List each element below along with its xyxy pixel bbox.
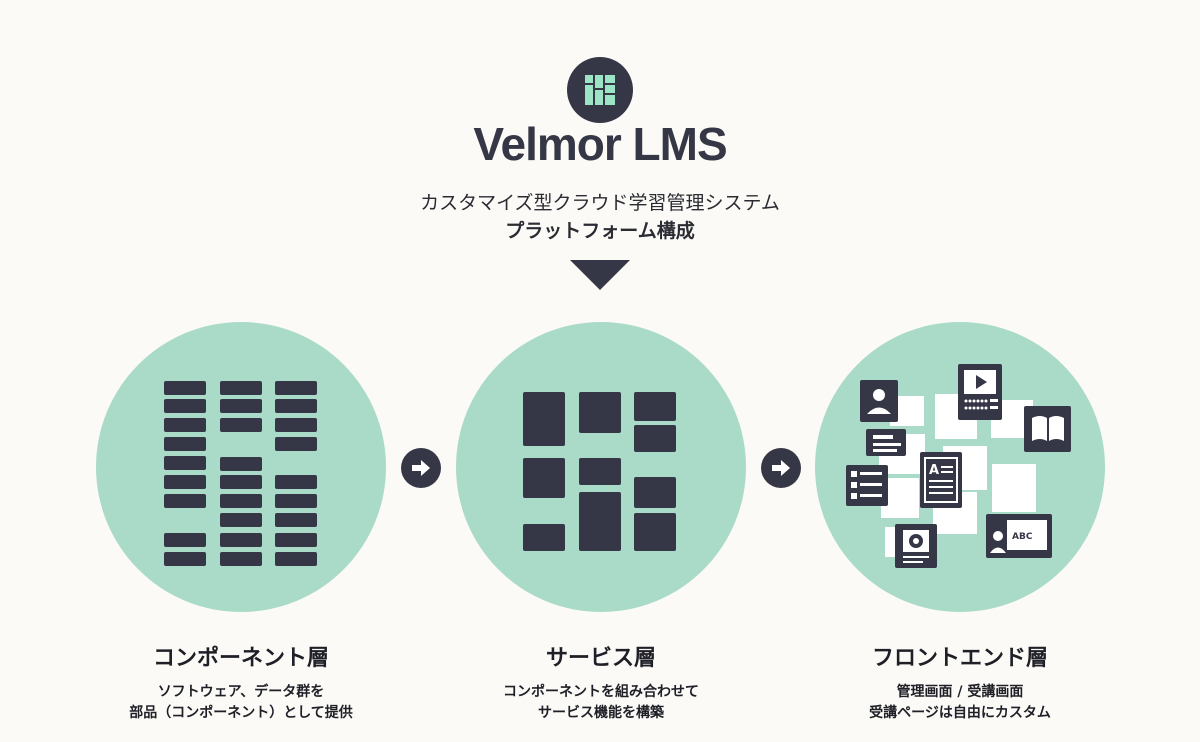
brand-name: Velmor LMS xyxy=(473,118,727,170)
frontend-desc-line2: 受講ページは自由にカスタム xyxy=(869,705,1051,721)
right-arrow-icon xyxy=(401,448,441,488)
component-layer-title: コンポーネント層 xyxy=(152,646,329,671)
svg-text:A: A xyxy=(929,463,939,478)
frontend-layer-circle: A ABC xyxy=(815,322,1105,612)
service-desc-line1: コンポーネントを組み合わせて xyxy=(503,684,699,700)
component-desc-line2: 部品（コンポーネント）として提供 xyxy=(129,705,353,721)
grid-logo-icon xyxy=(585,75,615,105)
stacked-blocks-icon xyxy=(164,381,317,566)
frontend-desc-line1: 管理画面 / 受講画面 xyxy=(896,684,1024,700)
service-layer-title: サービス層 xyxy=(545,646,656,671)
component-layer-description: ソフトウェア、データ群を 部品（コンポーネント）として提供 xyxy=(81,682,401,724)
frontend-layer-title: フロントエンド層 xyxy=(871,646,1048,671)
subtitle-line2: プラットフォーム構成 xyxy=(505,220,695,242)
frontend-layer-description: 管理画面 / 受講画面 受講ページは自由にカスタム xyxy=(800,682,1120,724)
right-arrow-icon xyxy=(761,448,801,488)
board-label: ABC xyxy=(1012,532,1033,542)
service-grid-icon xyxy=(523,392,676,551)
service-layer-description: コンポーネントを組み合わせて サービス機能を構築 xyxy=(441,682,761,724)
brand-logo xyxy=(567,57,633,123)
down-arrow-icon xyxy=(570,260,630,290)
component-layer-circle xyxy=(96,322,386,612)
service-layer-circle xyxy=(456,322,746,612)
frontend-screens-icon: A ABC xyxy=(846,364,1071,568)
service-desc-line2: サービス機能を構築 xyxy=(538,705,664,721)
component-desc-line1: ソフトウェア、データ群を xyxy=(157,684,325,700)
subtitle-line1: カスタマイズ型クラウド学習管理システム xyxy=(420,192,780,214)
